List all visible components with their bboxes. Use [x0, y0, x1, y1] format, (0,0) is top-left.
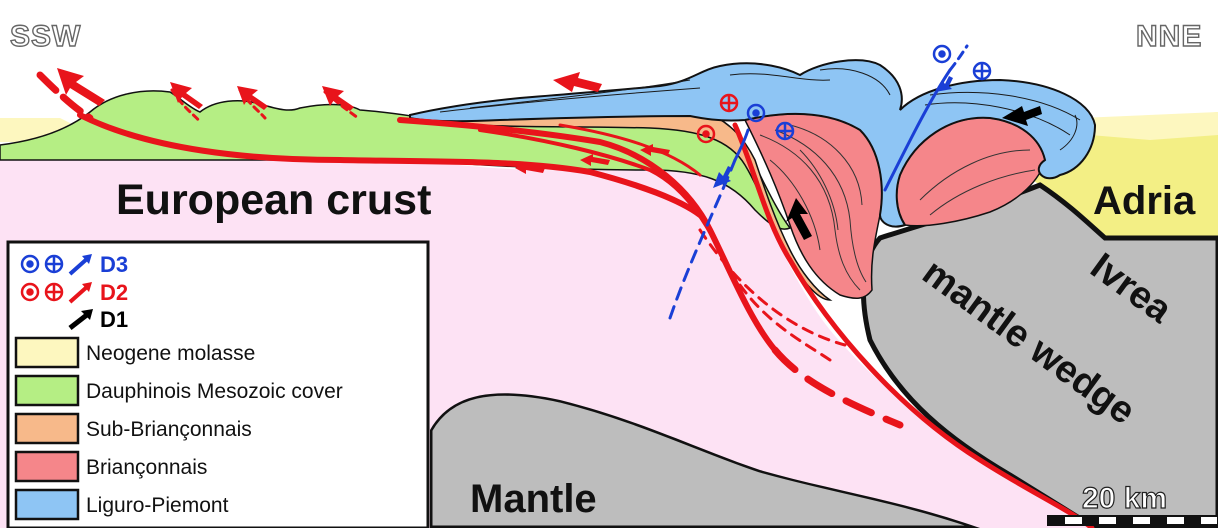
legend-d2-label: D2: [100, 280, 128, 305]
legend-label-brianconnais: Briançonnais: [86, 456, 207, 479]
adria-label: Adria: [1093, 179, 1196, 223]
legend-swatch-dauphinois: [16, 376, 78, 405]
orientation-ssw: SSW: [10, 20, 81, 53]
legend-swatch-sub-brianconnais: [16, 414, 78, 443]
legend-label-liguro-piemont: Liguro-Piemont: [86, 494, 229, 517]
orientation-nne: NNE: [1136, 20, 1202, 53]
legend-swatch-neogene-molasse: [16, 338, 78, 367]
scale-bar-label: 20 km: [1082, 482, 1167, 515]
mantle-label: Mantle: [470, 477, 597, 521]
legend: D3 D2 D1 Neogene molasse Dauphinois Meso…: [8, 242, 428, 528]
legend-label-dauphinois: Dauphinois Mesozoic cover: [86, 380, 343, 403]
european-crust-label: European crust: [116, 176, 431, 224]
d2-cross-symbol-section: [721, 95, 737, 111]
legend-label-neogene-molasse: Neogene molasse: [86, 342, 255, 365]
legend-d1-label: D1: [100, 307, 128, 332]
legend-swatch-liguro-piemont: [16, 490, 78, 519]
legend-label-sub-brianconnais: Sub-Briançonnais: [86, 418, 252, 441]
legend-d3-label: D3: [100, 252, 128, 277]
legend-swatch-brianconnais: [16, 452, 78, 481]
